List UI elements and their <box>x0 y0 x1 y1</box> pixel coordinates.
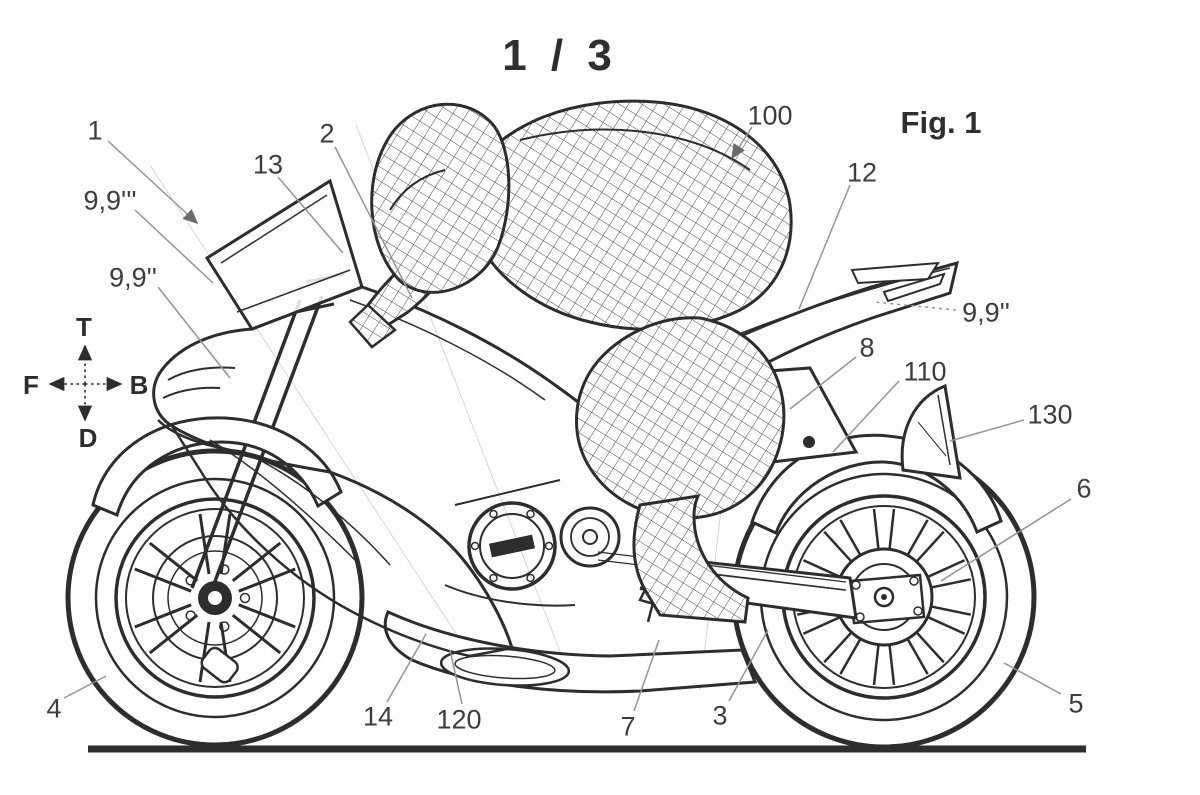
axis-letter-back: B <box>130 370 149 400</box>
helmet-visor-line <box>389 169 446 211</box>
ref-label-1: 1 <box>87 115 102 145</box>
leader-line-12 <box>798 184 851 310</box>
rider-helmet <box>370 102 511 294</box>
ref-label-12: 12 <box>847 157 877 187</box>
axis-cross <box>48 344 123 422</box>
ref-label-9-9-2: 9,9'' <box>109 262 157 292</box>
ref-label-130: 130 <box>1027 399 1072 429</box>
axis-letter-top: T <box>76 312 92 342</box>
rider-lower-leg <box>632 494 750 624</box>
leader-line-2 <box>334 146 413 299</box>
leader-line-13 <box>277 176 344 254</box>
leader-line-6 <box>940 498 1072 582</box>
leader-line-7 <box>633 639 660 712</box>
tail-fin <box>900 383 962 480</box>
axis-letter-front: F <box>23 370 39 400</box>
front-wheel <box>65 448 365 748</box>
ref-label-13: 13 <box>253 149 283 179</box>
ref-label-14: 14 <box>363 701 393 731</box>
leader-line-9-9-2 <box>157 286 231 379</box>
reference-labels: 1 9,9''' 9,9'' 13 2 100 12 9,9'' 8 110 130 6 5 4 14 120… <box>46 100 1091 741</box>
windscreen <box>204 178 364 331</box>
rider-torso <box>466 99 793 331</box>
page-indicator: 1 / 3 <box>502 31 618 80</box>
belly-pan <box>383 586 758 694</box>
ref-label-9-9-3: 9,9''' <box>84 185 137 215</box>
rider-glove <box>348 303 397 349</box>
leader-line-100 <box>731 126 753 160</box>
ref-label-110: 110 <box>903 356 946 386</box>
ref-label-7: 7 <box>620 711 635 741</box>
ref-label-120: 120 <box>436 704 481 734</box>
leader-line-9-9-3 <box>134 209 214 284</box>
ref-label-2: 2 <box>319 118 334 148</box>
ref-label-8: 8 <box>859 332 874 362</box>
figure-label: Fig. 1 <box>900 105 982 140</box>
ref-label-5: 5 <box>1068 688 1083 718</box>
ref-label-100: 100 <box>747 100 792 130</box>
leader-line-1 <box>107 140 199 225</box>
leader-line-120 <box>449 649 463 705</box>
leader-line-110 <box>832 380 900 453</box>
leader-line-3 <box>728 629 769 702</box>
ref-label-6: 6 <box>1076 473 1091 503</box>
axis-letters: T D F B <box>23 312 148 453</box>
rider <box>348 99 793 624</box>
leader-line-4 <box>63 675 107 699</box>
engine <box>444 479 621 607</box>
rider-back-line <box>519 128 751 171</box>
leader-lines <box>63 126 1072 712</box>
leader-line-8 <box>789 356 857 410</box>
ref-label-3: 3 <box>712 700 727 730</box>
leader-line-14 <box>386 633 427 703</box>
ref-label-9-9-r: 9,9'' <box>962 297 1010 327</box>
leader-line-130 <box>949 419 1025 442</box>
rider-hip-leg <box>575 316 786 520</box>
leader-line-5 <box>1003 662 1062 695</box>
axis-letter-down: D <box>79 423 98 453</box>
ref-label-4: 4 <box>46 693 61 723</box>
